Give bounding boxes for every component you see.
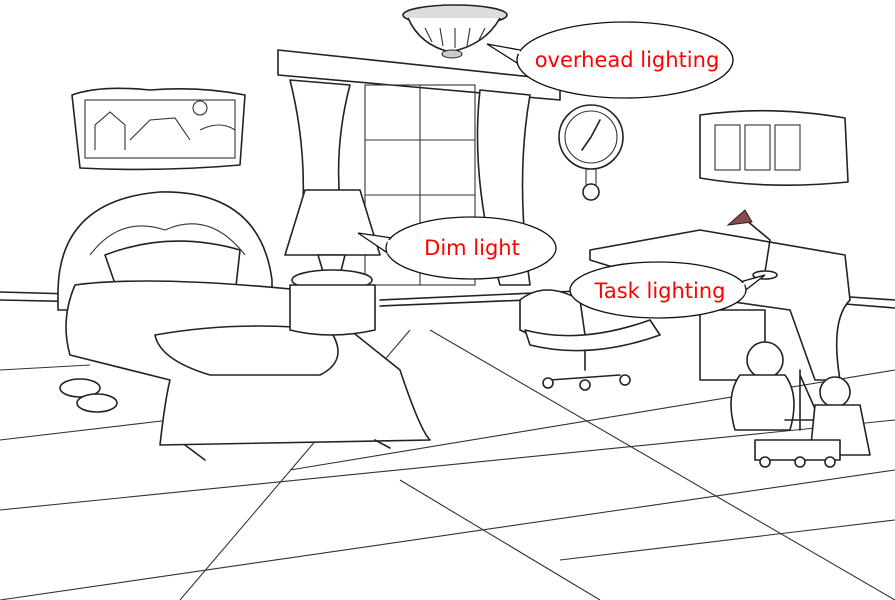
wall-cabinet	[699, 109, 849, 186]
dim-light-label: Dim light	[424, 236, 520, 260]
toys	[730, 341, 871, 468]
wall-clock-icon	[558, 104, 624, 201]
ceiling-lamp-icon	[402, 4, 508, 59]
bedside-lamp-icon	[284, 189, 381, 336]
callout-overhead-lighting: overhead lighting	[486, 21, 734, 99]
overhead-lighting-label: overhead lighting	[535, 48, 720, 72]
callout-task-lighting: Task lighting	[569, 261, 766, 319]
callout-dim-light: Dim light	[357, 216, 557, 280]
desk-chair	[519, 289, 661, 391]
task-lighting-label: Task lighting	[593, 279, 725, 303]
desk-lamp-icon	[726, 209, 778, 280]
wall-picture	[71, 87, 246, 171]
slippers	[59, 378, 118, 413]
